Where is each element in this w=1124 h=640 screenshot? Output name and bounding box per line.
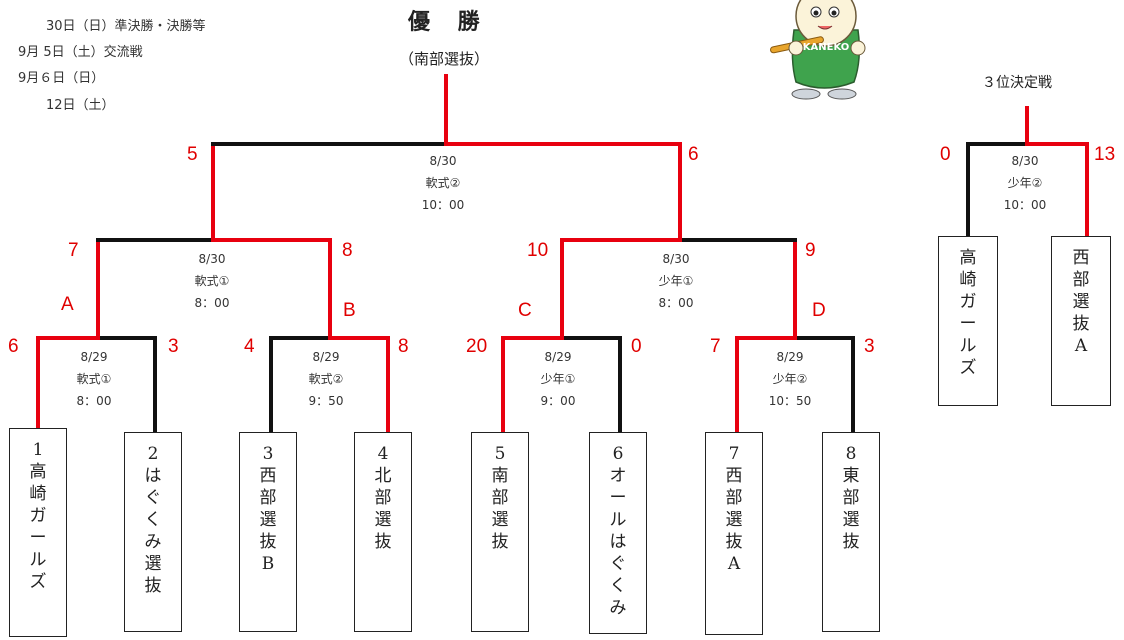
third-place-title: ３位決定戦 (982, 75, 1052, 91)
match-letter-a: A (61, 294, 74, 315)
sf2-venue: 少年① (658, 274, 694, 288)
r1-3-date: 8/29 (544, 350, 572, 364)
third-date: 8/30 (1011, 154, 1039, 168)
third-venue: 少年② (1007, 176, 1043, 190)
r1-1-match-info: 8/29 軟式① 8：00 (54, 346, 134, 412)
sf2-time: 8：00 (658, 296, 694, 310)
sf2-score-left: 10 (527, 240, 549, 261)
match-letter-b: B (343, 300, 356, 321)
team-box-third-left: 高崎ガールズ (938, 236, 998, 406)
sf1-time: 8：00 (194, 296, 230, 310)
mascot-illustration: KANEKO (770, 0, 866, 100)
sf2-match-info: 8/30 少年① 8：00 (636, 248, 716, 314)
r1-4-date: 8/29 (776, 350, 804, 364)
r1-2-date: 8/29 (312, 350, 340, 364)
final-score-left: 5 (187, 144, 198, 165)
sf2-date: 8/30 (662, 252, 690, 266)
final-date: 8/30 (429, 154, 457, 168)
mascot-shirt-text: KANEKO (803, 42, 850, 53)
line-team3-lose (269, 336, 332, 434)
line-third-left-lose (966, 142, 1029, 238)
r1-3-score-right: 0 (631, 336, 642, 357)
r1-1-score-right: 3 (168, 336, 179, 357)
sf1-score-right: 8 (342, 240, 353, 261)
r1-2-time: 9：50 (308, 394, 344, 408)
r1-3-score-left: 20 (466, 336, 488, 357)
third-match-info: 8/30 少年② 10：00 (985, 150, 1065, 216)
line-team7-win (735, 336, 797, 434)
line-team1-win (36, 336, 100, 432)
r1-1-date: 8/29 (80, 350, 108, 364)
r1-3-match-info: 8/29 少年① 9：00 (518, 346, 598, 412)
r1-2-match-info: 8/29 軟式② 9：50 (286, 346, 366, 412)
r1-4-time: 10：50 (768, 394, 812, 408)
match-letter-d: D (812, 300, 826, 321)
r1-3-time: 9：00 (540, 394, 576, 408)
third-score-left: 0 (940, 144, 951, 165)
final-venue: 軟式② (425, 176, 461, 190)
final-time: 10：00 (421, 198, 465, 212)
third-score-right: 13 (1094, 144, 1116, 165)
line-team5-win (501, 336, 564, 434)
r1-3-venue: 少年① (540, 372, 576, 386)
champion-title: 優 勝 (408, 9, 490, 35)
schedule-line-4: 12日（土） (46, 98, 115, 113)
sf1-score-left: 7 (68, 240, 79, 261)
r1-1-score-left: 6 (8, 336, 19, 357)
r1-2-score-left: 4 (244, 336, 255, 357)
sf1-venue: 軟式① (194, 274, 230, 288)
r1-2-venue: 軟式② (308, 372, 344, 386)
third-time: 10：00 (1003, 198, 1047, 212)
line-team6-lose (560, 336, 622, 434)
schedule-line-1: 30日（日）準決勝・決勝等 (46, 19, 206, 34)
r1-4-score-right: 3 (864, 336, 875, 357)
schedule-line-2: 9月 5日（土）交流戦 (18, 45, 143, 60)
sf2-score-right: 9 (805, 240, 816, 261)
sf1-match-info: 8/30 軟式① 8：00 (172, 248, 252, 314)
line-team2-lose (96, 336, 157, 432)
schedule-line-3: 9月６日（日） (18, 71, 105, 86)
r1-2-score-right: 8 (398, 336, 409, 357)
final-match-info: 8/30 軟式② 10：00 (403, 150, 483, 216)
line-team8-lose (793, 336, 855, 434)
match-letter-c: C (518, 300, 532, 321)
line-third-right-win (1025, 142, 1089, 238)
r1-4-match-info: 8/29 少年② 10：50 (750, 346, 830, 412)
r1-1-venue: 軟式① (76, 372, 112, 386)
final-score-right: 6 (688, 144, 699, 165)
team-label-third-left: 高崎ガールズ (959, 248, 977, 378)
champion-team: （南部選抜） (399, 50, 490, 68)
r1-4-score-left: 7 (710, 336, 721, 357)
r1-1-time: 8：00 (76, 394, 112, 408)
line-team4-win (328, 336, 390, 434)
sf1-date: 8/30 (198, 252, 226, 266)
r1-4-venue: 少年② (772, 372, 808, 386)
